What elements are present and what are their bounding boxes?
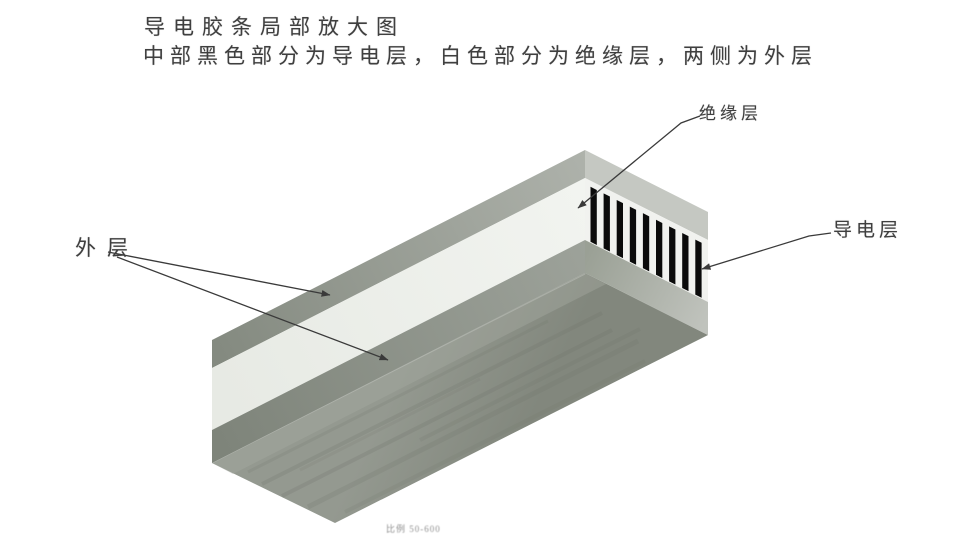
label-outer-layer: 外层 — [75, 236, 139, 260]
conductive-stripe — [695, 239, 702, 298]
front-insulating-band — [212, 178, 585, 430]
conductive-stripe — [656, 219, 663, 278]
bottom-edge-seam — [211, 273, 586, 464]
conductive-stripe — [616, 199, 623, 259]
leader-conductive-layer — [701, 232, 832, 270]
conductive-stripe — [603, 193, 610, 252]
bottom-face — [212, 273, 708, 523]
leader-outer-layer-top — [107, 251, 331, 297]
leader-outer-layer-bottom — [116, 256, 389, 361]
end-face-top-band — [585, 150, 708, 240]
page-subtitle: 中部黑色部分为导电层，白色部分为绝缘层，两侧为外层 — [143, 44, 818, 68]
front-top-outer-band — [212, 150, 585, 368]
front-bottom-outer-band — [212, 240, 585, 463]
conductive-stripe — [629, 206, 637, 265]
bottom-face-streaks — [247, 311, 646, 514]
bottom-face-front-highlight — [212, 273, 606, 474]
label-insulating-layer: 绝缘层 — [699, 104, 762, 123]
conductive-stripe — [682, 232, 689, 292]
footer-caption: 比例 50-600 — [386, 524, 441, 534]
end-face-bottom-band — [585, 240, 708, 335]
conductive-stripe — [642, 213, 650, 272]
label-conductive-layer: 导电层 — [833, 220, 903, 241]
leader-insulating-layer — [577, 115, 701, 209]
conductive-stripe — [669, 226, 676, 285]
conductive-stripe-group — [590, 186, 702, 298]
page-title: 导电胶条局部放大图 — [144, 15, 405, 39]
conductive-stripe — [590, 186, 597, 245]
